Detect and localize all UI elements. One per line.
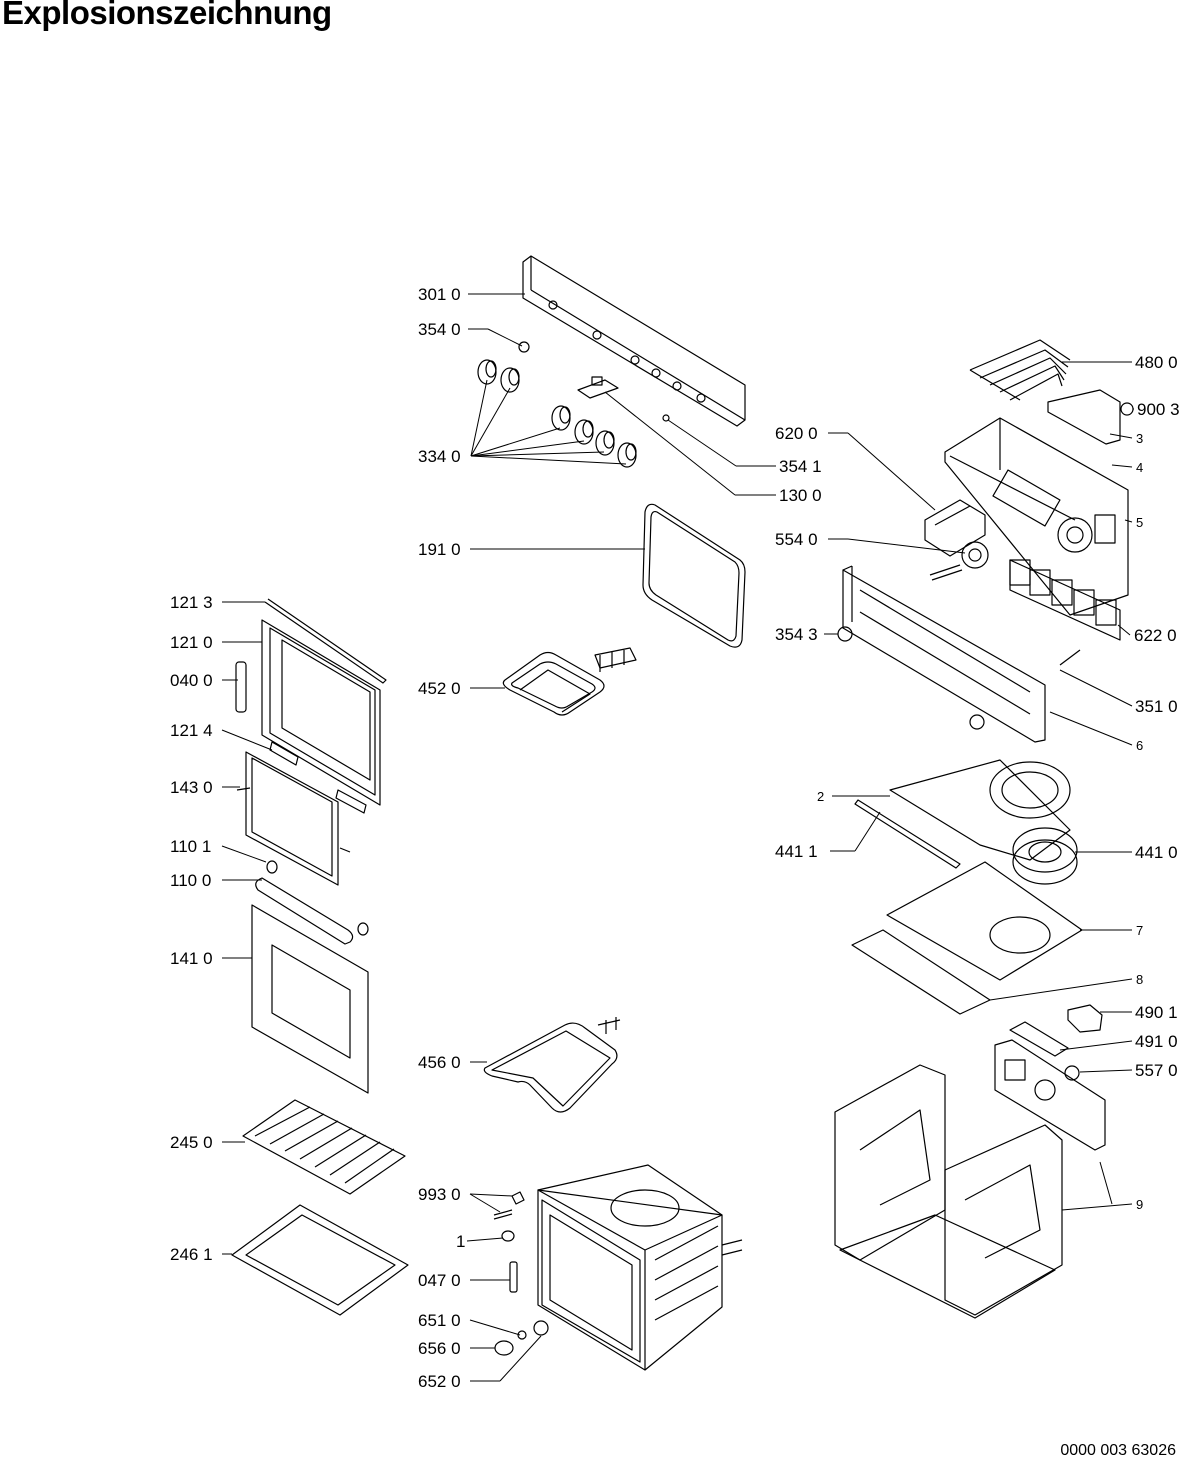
callout-622-0: 622 0 — [1134, 626, 1177, 645]
terminal-block — [1009, 1021, 1069, 1057]
callout-354-3: 354 3 — [775, 625, 818, 644]
callout-334-0: 334 0 — [418, 447, 461, 466]
leader-lines — [221, 293, 1134, 1382]
document-number: 0000 003 63026 — [1060, 1442, 1176, 1459]
callout-993-0: 993 0 — [418, 1185, 461, 1204]
callout-2: 2 — [817, 789, 824, 804]
callout-141-0: 141 0 — [170, 949, 213, 968]
cable-harness — [969, 339, 1071, 401]
callout-047-0: 047 0 — [418, 1271, 461, 1290]
callout-4: 4 — [1136, 460, 1143, 475]
control-panel — [522, 255, 746, 427]
callout-441-1: 441 1 — [775, 842, 818, 861]
control-knobs — [477, 359, 637, 468]
baking-tray — [231, 1204, 409, 1316]
knob-spindle — [518, 341, 530, 353]
door-hinge-plates — [269, 741, 299, 766]
callout-900-3: 900 3 — [1137, 400, 1180, 419]
control-box-housing — [944, 417, 1129, 616]
thermostat — [929, 541, 989, 581]
outer-door-panel — [251, 904, 369, 1094]
callout-301-0: 301 0 — [418, 285, 461, 304]
callout-354-1: 354 1 — [779, 457, 822, 476]
fuse — [1064, 1065, 1080, 1081]
door-handle — [255, 877, 354, 945]
top-heating-element — [502, 647, 637, 716]
switch — [577, 379, 619, 399]
inner-door-glass — [236, 751, 351, 886]
door-frame — [261, 619, 381, 806]
switch-bank — [1009, 559, 1121, 641]
callout-110-1: 110 1 — [170, 837, 211, 856]
fan-motor — [1012, 827, 1078, 885]
callout-456-0: 456 0 — [418, 1053, 461, 1072]
callout-620-0: 620 0 — [775, 424, 818, 443]
lower-heating-element — [483, 1017, 621, 1113]
callout-191-0: 191 0 — [418, 540, 461, 559]
callout-6: 6 — [1136, 738, 1143, 753]
callout-490-1: 490 1 — [1135, 1003, 1178, 1022]
door-top-strip — [264, 598, 387, 684]
small-parts — [493, 1191, 549, 1356]
callout-110-0: 110 0 — [170, 871, 211, 890]
callout-491-0: 491 0 — [1135, 1032, 1178, 1051]
callout-040-0: 040 0 — [170, 671, 213, 690]
callout-1: 1 — [456, 1232, 465, 1251]
callout-8: 8 — [1136, 972, 1143, 987]
callout-7: 7 — [1136, 923, 1143, 938]
callout-121-4: 121 4 — [170, 721, 213, 740]
oven-cavity — [537, 1164, 743, 1371]
oven-rack — [242, 1099, 406, 1195]
oven-door-seal — [642, 503, 746, 648]
callout-245-0: 245 0 — [170, 1133, 213, 1152]
callout-143-0: 143 0 — [170, 778, 213, 797]
callout-351-0: 351 0 — [1135, 697, 1178, 716]
connector-pin — [1059, 649, 1081, 666]
callout-3: 3 — [1136, 431, 1143, 446]
back-panel — [994, 1039, 1106, 1151]
fan-cover — [854, 759, 1071, 869]
callout-441-0: 441 0 — [1135, 843, 1178, 862]
callout-656-0: 656 0 — [418, 1339, 461, 1358]
callout-5: 5 — [1136, 515, 1143, 530]
callout-557-0: 557 0 — [1135, 1061, 1178, 1080]
callout-354-0: 354 0 — [418, 320, 461, 339]
callout-452-0: 452 0 — [418, 679, 461, 698]
callout-130-0: 130 0 — [779, 486, 822, 505]
callout-480-0: 480 0 — [1135, 353, 1178, 372]
handle-cap — [266, 860, 278, 874]
selector-switch — [924, 499, 986, 557]
callout-121-0: 121 0 — [170, 633, 213, 652]
callout-121-3: 121 3 — [170, 593, 213, 612]
callout-652-0: 652 0 — [418, 1372, 461, 1391]
callout-651-0: 651 0 — [418, 1311, 461, 1330]
door-hinge — [235, 661, 247, 713]
control-chassis — [842, 565, 1046, 743]
page-title: Explosionszeichnung — [2, 0, 332, 31]
terminal-cover — [1047, 389, 1121, 445]
callout-554-0: 554 0 — [775, 530, 818, 549]
callout-246-1: 246 1 — [170, 1245, 213, 1264]
cover-knob — [969, 714, 985, 730]
terminal-block-cover — [1067, 1004, 1103, 1033]
callout-9: 9 — [1136, 1197, 1143, 1212]
appliance-housing — [834, 1064, 1063, 1319]
